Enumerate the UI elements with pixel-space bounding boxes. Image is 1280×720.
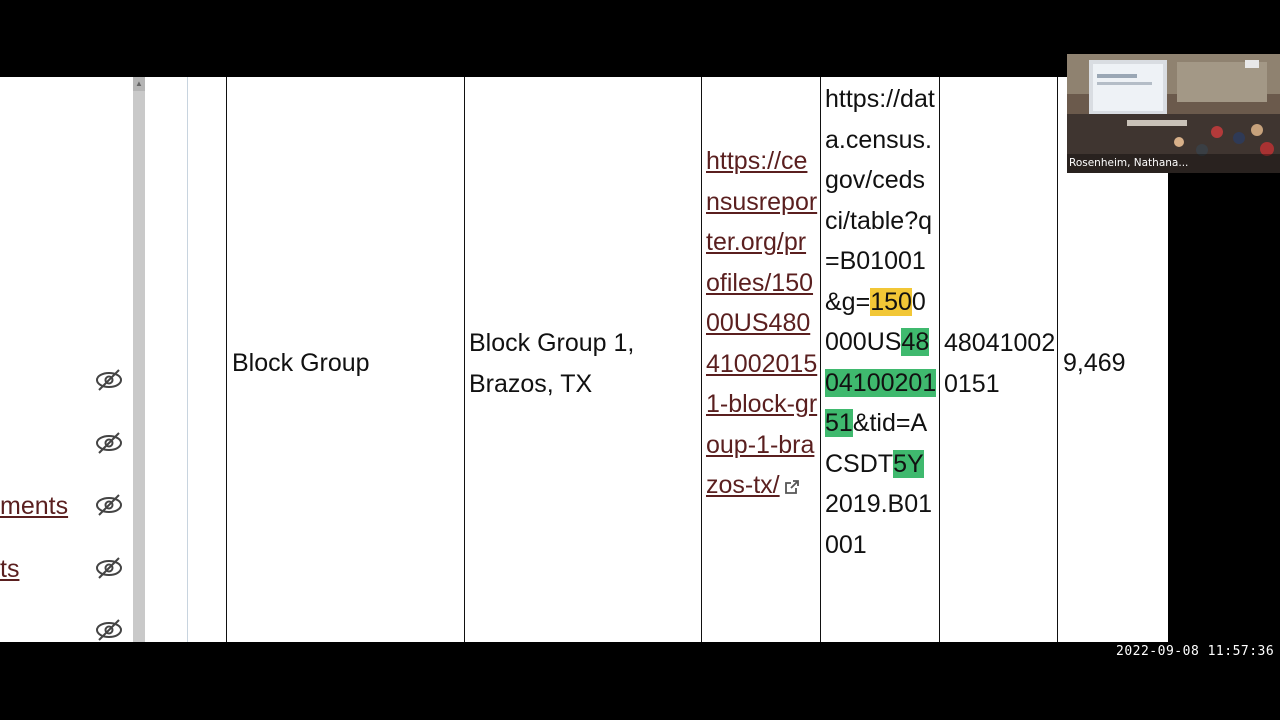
participant-name: Rosenheim, Nathana...	[1069, 157, 1189, 169]
highlight-sumlevel: 150	[870, 287, 912, 316]
census-table-page: ments ts ▲ Block Group Block Group 1, Br…	[0, 77, 1168, 642]
participant-video[interactable]: Rosenheim, Nathana...	[1067, 54, 1280, 173]
hidden-eye-icon[interactable]	[94, 617, 124, 642]
column-divider	[939, 77, 940, 642]
column-divider	[701, 77, 702, 642]
scroll-up-arrow-icon[interactable]: ▲	[133, 77, 145, 91]
hidden-eye-icon[interactable]	[94, 492, 124, 518]
hidden-eye-icon[interactable]	[94, 555, 124, 581]
column-divider	[187, 77, 188, 642]
url-segment: 2019.B01001	[825, 490, 933, 559]
column-divider	[464, 77, 465, 642]
sidebar-link-ts[interactable]: ts	[0, 555, 20, 583]
column-divider	[1057, 77, 1058, 642]
cell-data-census-url: https://data.census.gov/cedsci/table?q=B…	[825, 79, 937, 565]
hidden-eye-icon[interactable]	[94, 367, 124, 393]
external-link-icon	[784, 480, 799, 494]
url-segment: 0000US	[825, 287, 926, 357]
cell-geography-type: Block Group	[232, 349, 370, 377]
census-reporter-link[interactable]: https://censusreporter.org/profiles/1500…	[706, 147, 818, 499]
column-divider	[226, 77, 227, 642]
column-divider	[820, 77, 821, 642]
cell-population: 9,469	[1063, 349, 1126, 377]
sidebar-link-ments[interactable]: ments	[0, 492, 69, 520]
cell-geoid: 480410020151	[944, 329, 1056, 398]
cell-census-reporter: https://censusreporter.org/profiles/1500…	[706, 141, 818, 506]
cell-geography-name: Block Group 1, Brazos, TX	[469, 329, 635, 398]
highlight-dataset: 5Y	[893, 449, 924, 478]
recording-timestamp: 2022-09-08 11:57:36	[1116, 644, 1275, 659]
url-segment: https://data.census.gov/cedsci/table?q=B…	[825, 85, 935, 316]
url-segment: &tid=ACSDT	[825, 409, 928, 478]
hidden-eye-icon[interactable]	[94, 430, 124, 456]
sidebar-scrollbar[interactable]	[133, 77, 145, 642]
classroom-video-frame	[1067, 54, 1280, 173]
